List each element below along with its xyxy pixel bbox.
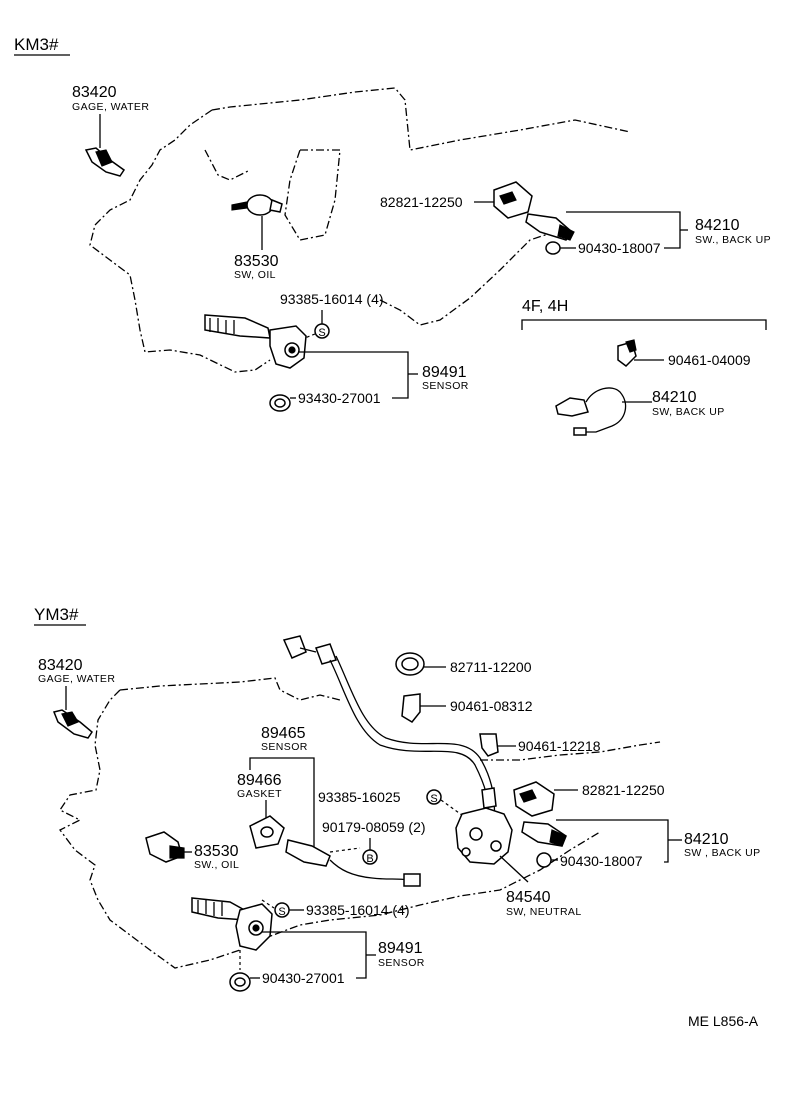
ym3-harness-part [282,635,496,821]
ym3-oil-switch-number: 83530 [194,843,239,860]
ym3-oring-part [229,972,251,992]
ym3-connector-number: 82821-12250 [582,782,665,798]
ym3-speed-sensor-name: SENSOR [261,741,308,753]
ym3-speed-sensor-part [285,839,421,887]
km3-4f4h-backup-name: SW, BACK UP [652,406,725,418]
km3-backup-number: 84210 [695,217,740,234]
km3-backup-name: SW., BACK UP [695,234,771,246]
km3-oil-switch-name: SW, OIL [234,269,276,281]
km3-screw-symbol [314,323,330,339]
ym3-water-gage-name: GAGE, WATER [38,673,115,685]
ym3-screw-s2-letter: S [278,906,285,918]
ym3-screw-s1-letter: S [430,793,437,805]
ym3-clamp3-number: 90461-12218 [518,738,601,754]
km3-water-gage-name: GAGE, WATER [72,101,149,113]
km3-screw-symbol-letter: S [318,327,325,339]
km3-sensor-bracket [298,351,409,399]
ym3-neutral-number: 84540 [506,889,551,906]
km3-engine-outline [89,87,631,373]
ym3-title: YM3# [34,605,79,624]
ym3-backup-name: SW , BACK UP [684,847,761,859]
ym3-bolt-letter: B [366,853,373,865]
km3-sensor-number: 89491 [422,364,467,381]
ym3-neutral-switch-part [455,787,513,865]
ym3-speed-sensor-bracket [249,757,315,850]
km3-connector-number: 82821-12250 [380,194,463,210]
km3-title: KM3# [14,35,59,54]
ym3-clamp1-number: 82711-12200 [450,659,532,675]
ym3-connector-part [513,781,555,817]
km3-backup-switch-part [525,213,575,241]
ym3-gasket-backup-part [536,852,552,868]
ym3-gasket-backup-number: 90430-18007 [560,853,643,869]
km3-4f4h-bracket [521,319,767,330]
ym3-engine-outline [59,677,661,969]
ym3-gasket-sensor-name: GASKET [237,788,282,800]
km3-screw-number: 93385-16014 (4) [280,291,384,307]
ym3-clamp1-part [395,652,425,676]
ym3-clamp3-part [479,733,499,757]
ym3-sensor-part [191,897,273,951]
ym3-water-gage-number: 83420 [38,657,83,674]
km3-filter-outline [284,149,341,241]
ym3-oring-number: 90430-27001 [262,970,345,986]
ym3-screw-s2-dots [261,899,275,909]
ym3-screw-s1-number: 93385-16025 [318,789,401,805]
km3-4f4h-backup-part [555,387,627,436]
km3-oil-switch-number: 83530 [234,253,279,270]
km3-sensor-part [204,314,307,369]
ym3-screw-s1-symbol [426,789,442,805]
ym3-oil-switch-part [145,831,185,863]
ym3-section: YM3# 83420 GAGE, WATER 82711-12200 [34,605,761,992]
km3-4f4h-clamp-number: 90461-04009 [668,352,751,368]
km3-section: KM3# 83420 GAGE, WATER 83530 SW, OIL 828… [14,35,771,412]
ym3-neutral-leader [499,855,529,883]
km3-4f4h-title: 4F, 4H [522,298,568,315]
ym3-bolt-symbol [362,849,378,865]
km3-water-gage-part [84,147,126,177]
km3-oring-number: 93430-27001 [298,390,381,406]
km3-gasket-part [545,241,561,255]
ym3-oil-switch-name: SW., OIL [194,859,239,871]
ym3-backup-number: 84210 [684,831,729,848]
km3-4f4h-backup-number: 84210 [652,389,697,406]
km3-water-gage-number: 83420 [72,84,117,101]
ym3-speed-sensor-number: 89465 [261,725,306,742]
ym3-backup-switch-part [521,821,567,847]
km3-4f4h-clamp-part [617,339,637,367]
ym3-clamp2-number: 90461-08312 [450,698,533,714]
footer-code: ME L856-A [688,1013,759,1029]
ym3-bolt-number: 90179-08059 (2) [322,819,426,835]
ym3-neutral-name: SW, NEUTRAL [506,906,582,918]
ym3-sensor-number: 89491 [378,940,423,957]
ym3-sensor-name: SENSOR [378,957,425,969]
km3-gasket-number: 90430-18007 [578,240,661,256]
ym3-water-gage-part [52,709,93,739]
km3-oil-switch-part [231,194,283,216]
km3-4f4h-section: 4F, 4H 90461-04009 84210 SW, BACK UP [521,298,767,436]
km3-connector-part [493,181,533,219]
ym3-screw-s2-number: 93385-16014 (4) [306,902,410,918]
ym3-backup-bracket [556,819,669,863]
km3-oring-part [269,394,291,412]
ym3-gasket-sensor-number: 89466 [237,772,282,789]
ym3-clamp2-part [401,693,421,723]
ym3-gasket-sensor-part [249,815,285,849]
km3-sensor-name: SENSOR [422,380,469,392]
